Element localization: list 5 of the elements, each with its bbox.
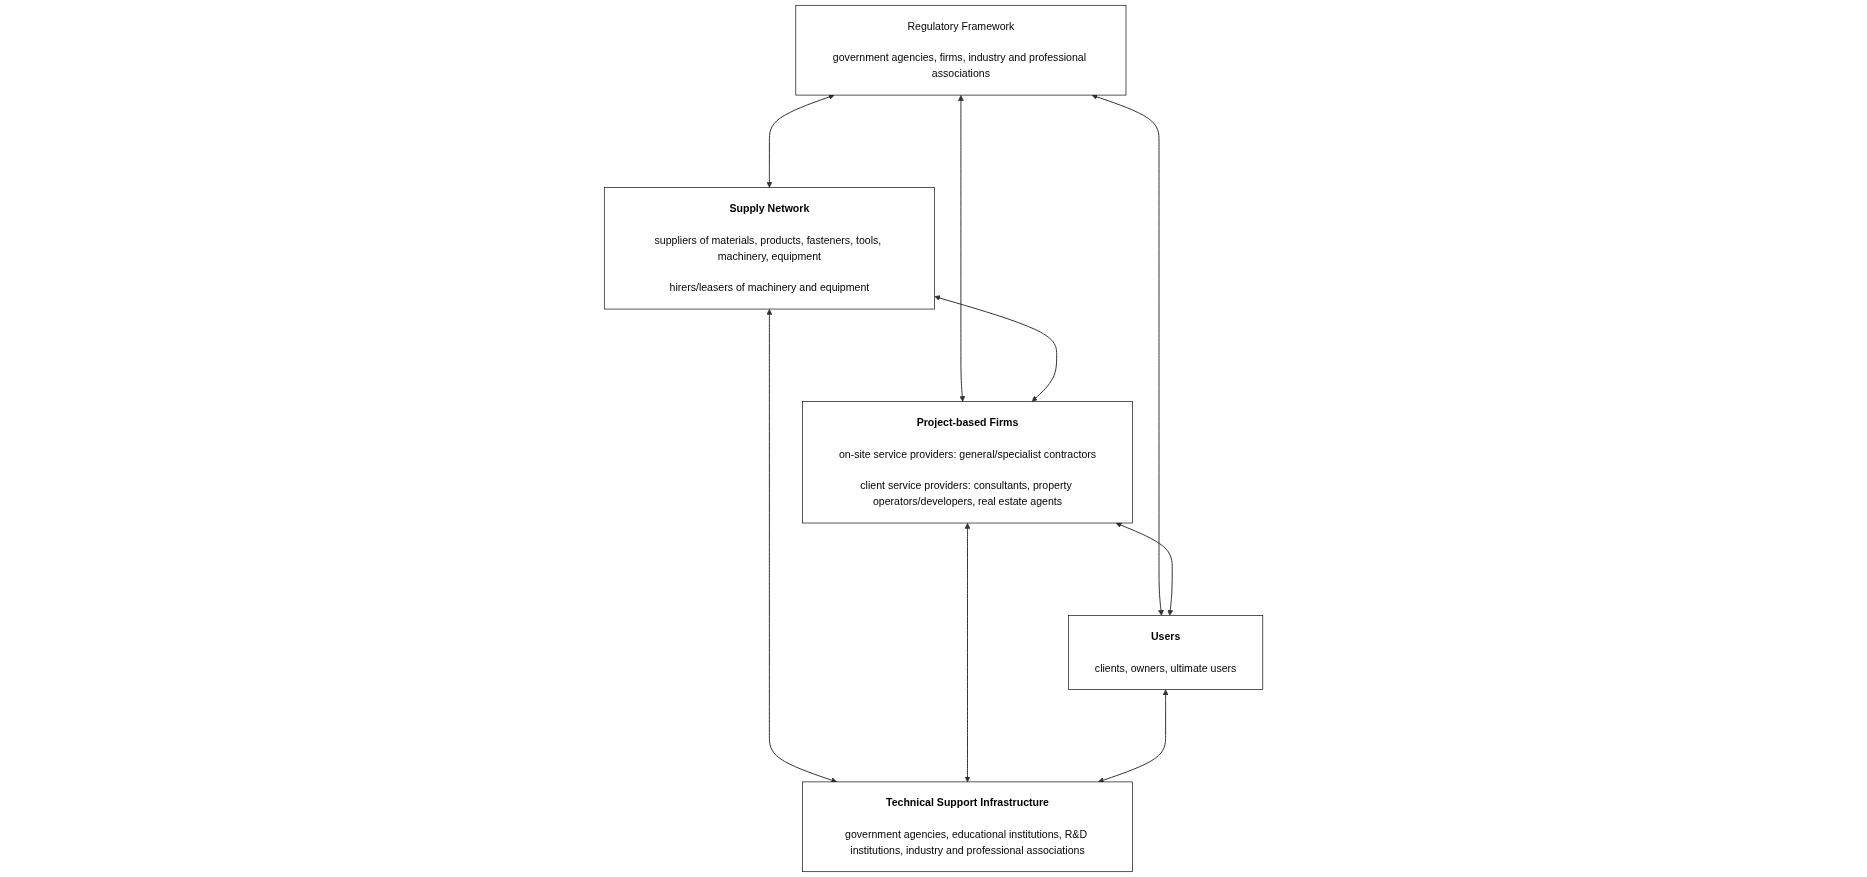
node-box: Project-based Firms on-site service providers: general/specialist contractors client service providers: consultants, property operators/developers, real estate agents (802, 401, 1133, 524)
node-box: Users clients, owners, ultimate users (1068, 615, 1264, 690)
node-box: Technical Support Infrastructure government agencies, educational institutions, R&D institutions, industry and professional associations (802, 781, 1133, 873)
node-box: Regulatory Framework government agencies, firms, industry and professional associations (795, 4, 1127, 96)
node-box: Supply Network suppliers of materials, products, fasteners, tools, machinery, equipment hirers/leasers of machinery and equipment (603, 187, 935, 310)
